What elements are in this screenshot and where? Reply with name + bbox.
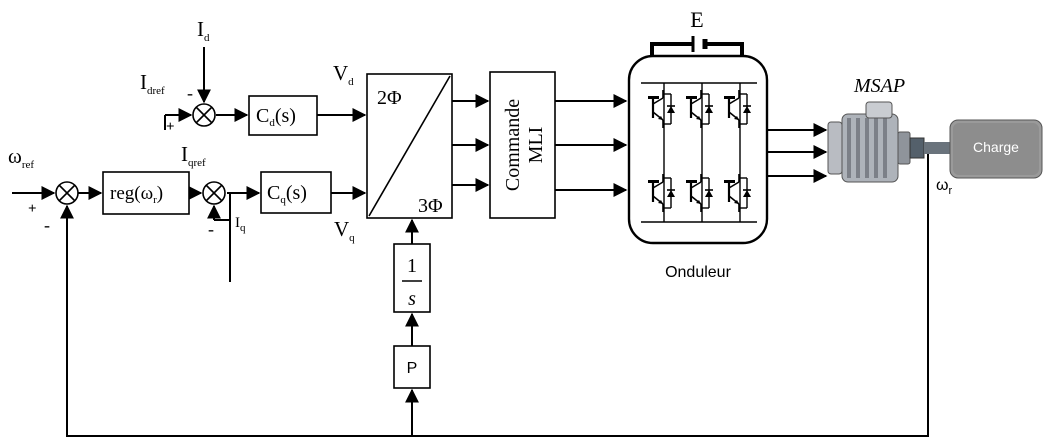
block-gain-p: P [393, 345, 431, 389]
sign-w-left: + [28, 201, 37, 217]
svg-text:2Φ: 2Φ [377, 87, 402, 109]
label-vq: Vq [334, 217, 355, 244]
sum-junction-q [202, 181, 226, 205]
sign-w-bottom: - [44, 215, 50, 235]
label-wr: ωr [936, 177, 953, 197]
sum-junction-speed [55, 181, 79, 205]
svg-text:P: P [407, 360, 418, 377]
svg-text:3Φ: 3Φ [418, 195, 443, 217]
svg-text:Charge: Charge [973, 139, 1019, 155]
svg-text:s: s [408, 288, 416, 310]
block-integrator: 1 s [393, 243, 431, 313]
block-speed-regulator: reg(ωr) [102, 171, 190, 215]
block-cq: Cq(s) [260, 171, 332, 214]
label-iq: Iq [235, 215, 246, 234]
sign-d-left: + [166, 119, 175, 135]
sum-junction-d [192, 103, 216, 127]
svg-text:1: 1 [407, 255, 417, 277]
motor-msap [827, 101, 950, 183]
sign-q-bottom: - [208, 219, 214, 239]
label-inverter: Onduleur [665, 264, 731, 281]
label-iqref: Iqref [181, 142, 206, 169]
block-park-transform: 2Φ 3Φ [366, 73, 453, 219]
sign-d-top: - [187, 83, 193, 103]
inverter-block: E Onduleur [627, 7, 769, 281]
block-load: Charge [949, 119, 1043, 179]
svg-text:reg(ωr): reg(ωr) [110, 183, 163, 206]
label-id: Id [197, 17, 210, 44]
speed-feedback-line [60, 145, 929, 437]
label-wref: ωref [8, 144, 34, 171]
label-vd: Vd [333, 61, 354, 88]
svg-text:Cd(s): Cd(s) [256, 105, 296, 129]
svg-text:MLI: MLI [525, 127, 547, 164]
block-cd: Cd(s) [248, 95, 318, 136]
label-motor: MSAP [853, 75, 905, 97]
label-idref: Idref [140, 70, 165, 97]
svg-text:Commande: Commande [502, 99, 524, 191]
svg-text:Cq(s): Cq(s) [267, 182, 307, 206]
label-dc-source: E [690, 7, 703, 32]
block-pwm-command: Commande MLI [489, 71, 556, 219]
